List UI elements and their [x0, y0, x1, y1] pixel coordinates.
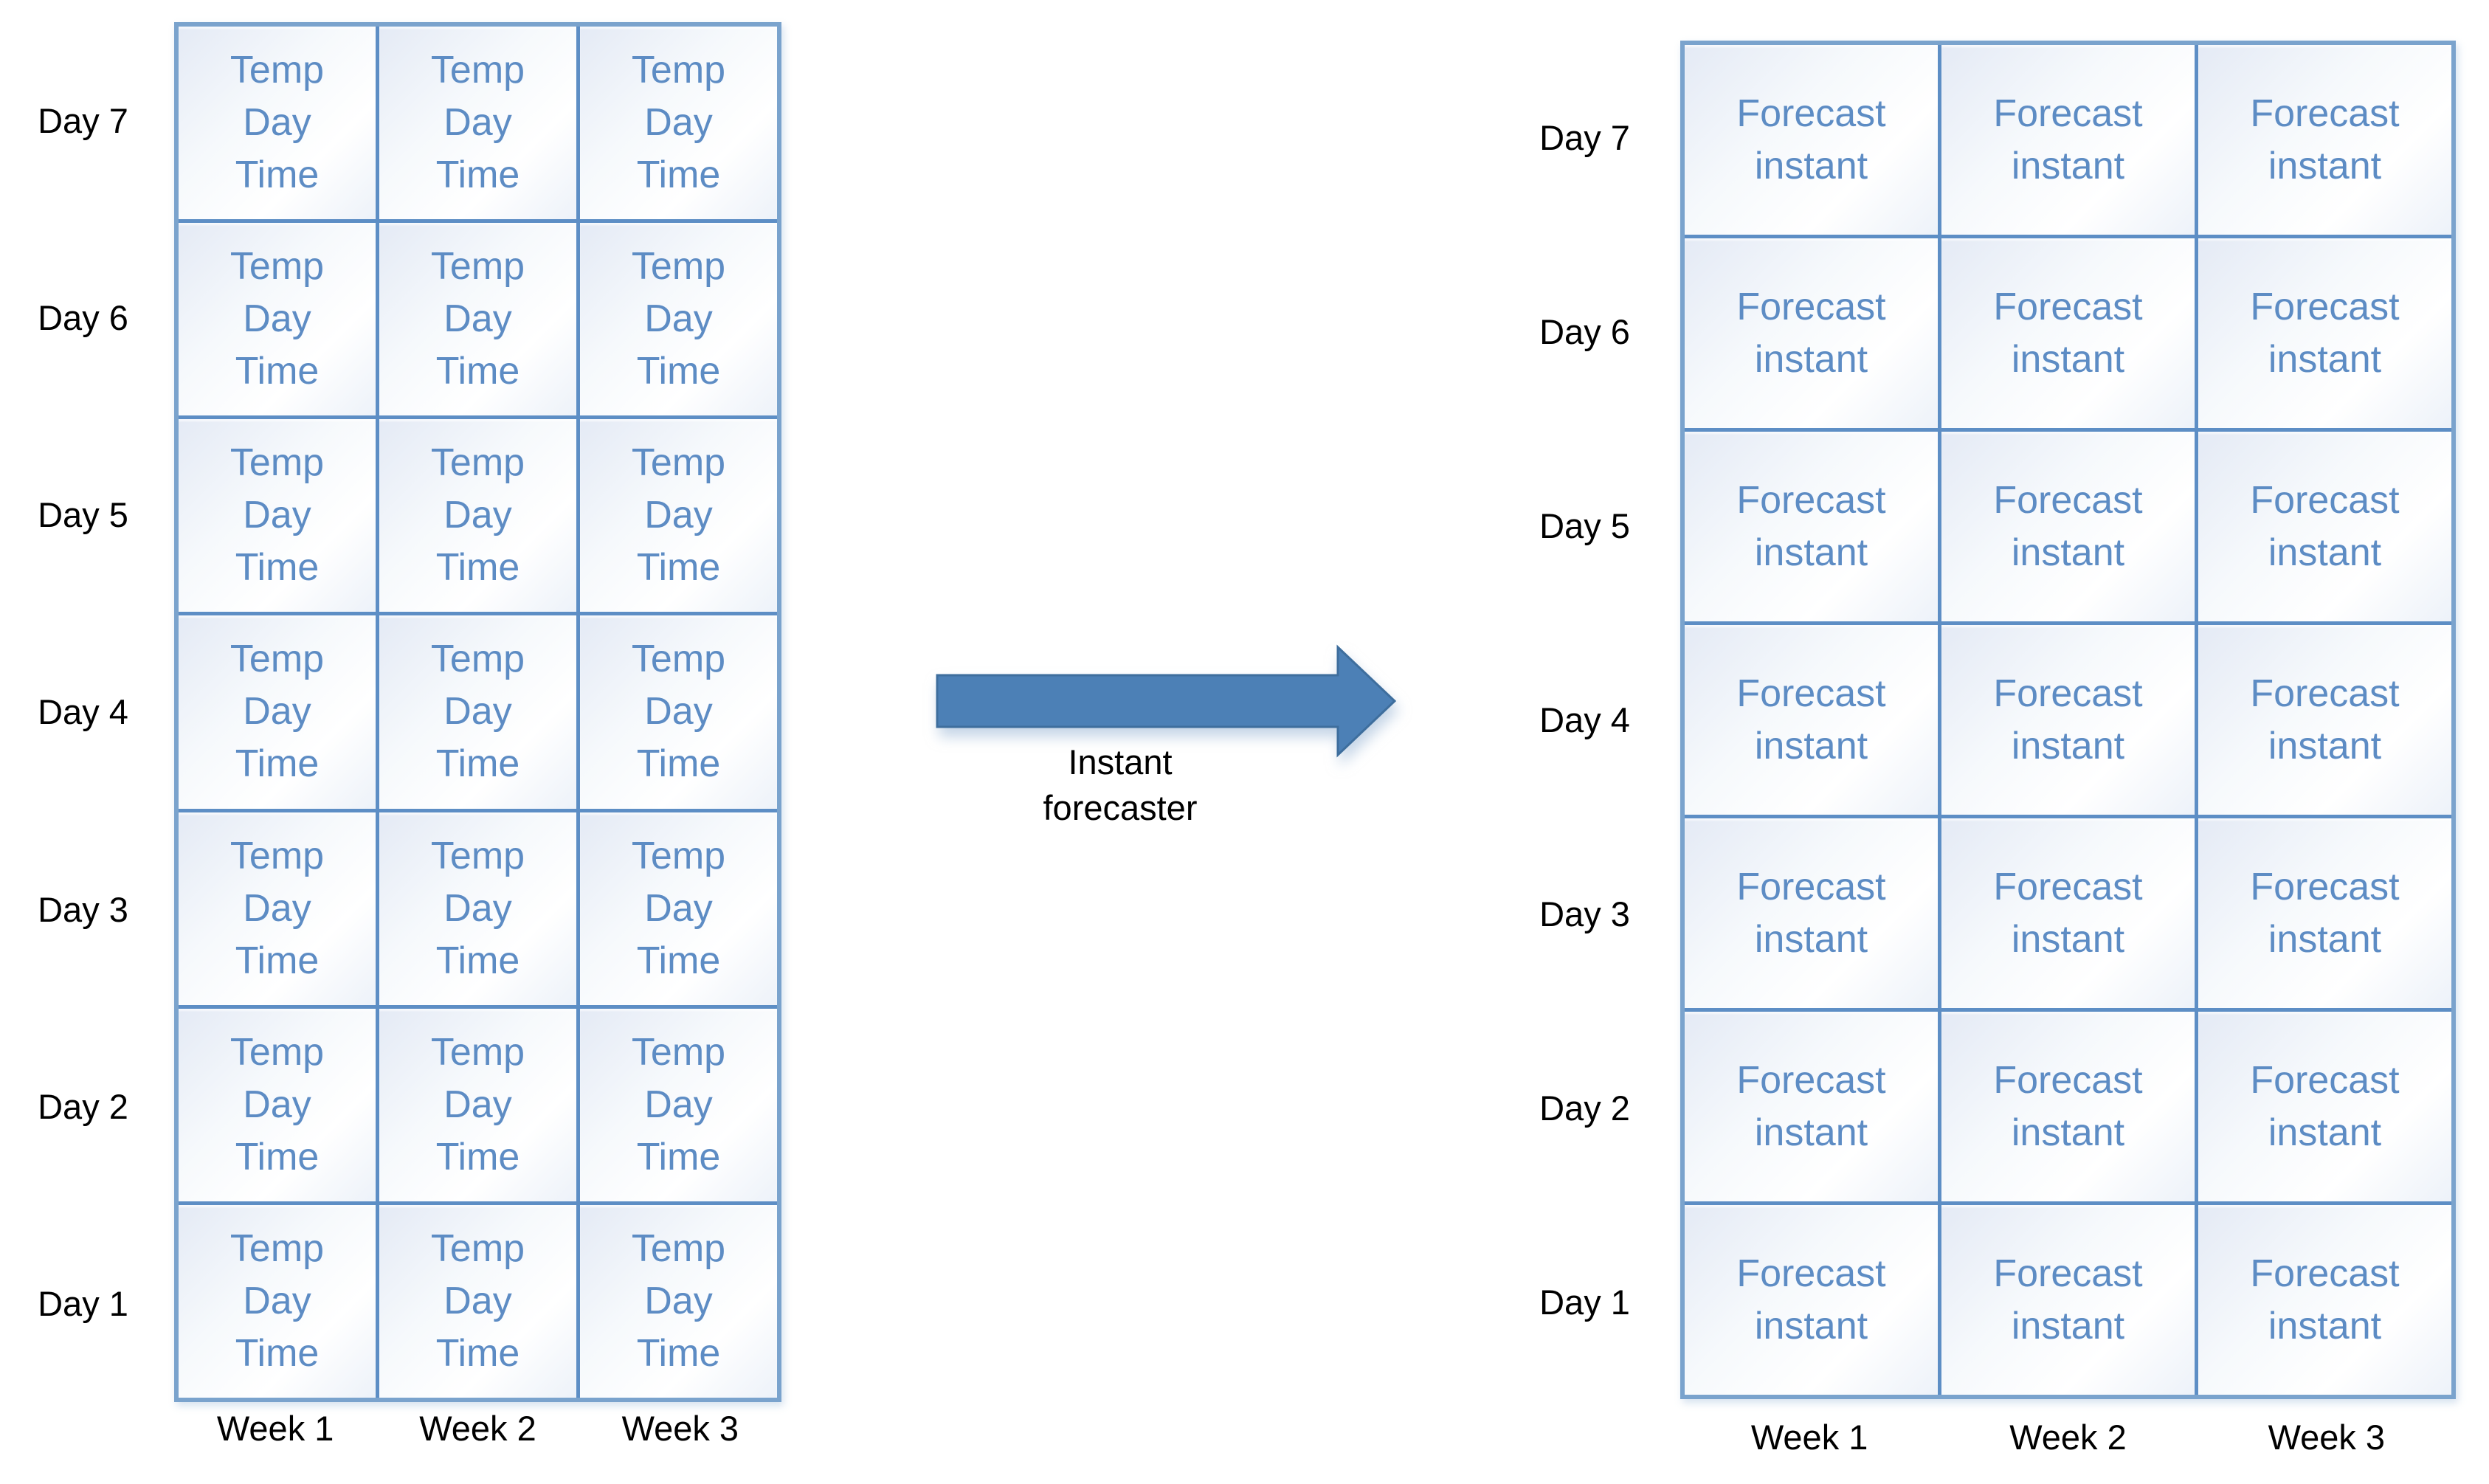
- forecast-cell: Forecast instant: [1685, 45, 1938, 235]
- forecast-cell: Forecast instant: [1941, 625, 2195, 815]
- week-label-right-1: Week 1: [1750, 1418, 1868, 1457]
- temp-cell: Temp Day Time: [179, 615, 376, 809]
- temp-cell: Temp Day Time: [179, 1204, 376, 1398]
- forecast-cell: Forecast instant: [2198, 1205, 2451, 1395]
- week-label-left-1: Week 1: [216, 1409, 334, 1448]
- forecast-cell: Forecast instant: [1685, 432, 1938, 621]
- forecast-cell: Forecast instant: [1941, 45, 2195, 235]
- day-label-right-6: Day 6: [1539, 312, 1630, 351]
- day-label-left-2: Day 2: [38, 1086, 128, 1126]
- forecast-cell: Forecast instant: [2198, 818, 2451, 1008]
- left-week-labels: Week 1 Week 2 Week 3: [174, 1408, 781, 1463]
- temp-cell: Temp Day Time: [580, 1204, 777, 1398]
- temp-cell: Temp Day Time: [580, 223, 777, 416]
- forecast-cell: Forecast instant: [1685, 818, 1938, 1008]
- temp-cell: Temp Day Time: [179, 1008, 376, 1201]
- temp-cell: Temp Day Time: [179, 812, 376, 1005]
- temp-cell: Temp Day Time: [379, 615, 576, 809]
- day-label-left-3: Day 3: [38, 889, 128, 929]
- temp-cell: Temp Day Time: [179, 27, 376, 220]
- forecast-cell: Forecast instant: [1941, 1012, 2195, 1201]
- forecast-cell: Forecast instant: [1941, 238, 2195, 428]
- week-label-right-3: Week 3: [2268, 1418, 2386, 1457]
- week-label-left-3: Week 3: [621, 1409, 739, 1448]
- day-label-left-5: Day 5: [38, 495, 128, 535]
- temp-cell: Temp Day Time: [379, 1204, 576, 1398]
- forecast-cell: Forecast instant: [2198, 45, 2451, 235]
- temp-cell: Temp Day Time: [580, 812, 777, 1005]
- temp-cell: Temp Day Time: [379, 223, 576, 416]
- forecast-cell: Forecast instant: [2198, 1012, 2451, 1201]
- right-arrow-icon: [936, 644, 1397, 758]
- forecast-cell: Forecast instant: [2198, 238, 2451, 428]
- left-day-labels: Day 7 Day 6 Day 5 Day 4 Day 3 Day 2 Day …: [22, 22, 144, 1402]
- forecast-cell: Forecast instant: [2198, 432, 2451, 621]
- day-label-left-6: Day 6: [38, 298, 128, 338]
- temp-cell: Temp Day Time: [179, 419, 376, 612]
- day-label-left-1: Day 1: [38, 1283, 128, 1323]
- right-day-labels: Day 7 Day 6 Day 5 Day 4 Day 3 Day 2 Day …: [1524, 41, 1646, 1399]
- temp-cell: Temp Day Time: [179, 223, 376, 416]
- temp-cell: Temp Day Time: [580, 27, 777, 220]
- temp-cell: Temp Day Time: [580, 1008, 777, 1201]
- temp-cell: Temp Day Time: [379, 419, 576, 612]
- temp-cell: Temp Day Time: [379, 812, 576, 1005]
- forecast-cell: Forecast instant: [1941, 818, 2195, 1008]
- forecast-cell: Forecast instant: [1685, 1205, 1938, 1395]
- temp-cell: Temp Day Time: [379, 27, 576, 220]
- day-label-left-7: Day 7: [38, 101, 128, 141]
- day-label-right-5: Day 5: [1539, 506, 1630, 545]
- day-label-right-1: Day 1: [1539, 1283, 1630, 1322]
- day-label-right-4: Day 4: [1539, 700, 1630, 739]
- forecast-cell: Forecast instant: [1685, 238, 1938, 428]
- temp-cell: Temp Day Time: [379, 1008, 576, 1201]
- forecast-cell: Forecast instant: [1941, 1205, 2195, 1395]
- temp-table: Temp Day Time Temp Day Time Temp Day Tim…: [174, 22, 781, 1402]
- day-label-right-7: Day 7: [1539, 118, 1630, 157]
- arrow-label: Instant forecaster: [1043, 742, 1198, 827]
- forecast-table: Forecast instant Forecast instant Foreca…: [1680, 41, 2456, 1399]
- temp-cell: Temp Day Time: [580, 615, 777, 809]
- right-week-labels: Week 1 Week 2 Week 3: [1680, 1417, 2456, 1472]
- forecast-cell: Forecast instant: [1941, 432, 2195, 621]
- forecast-cell: Forecast instant: [1685, 1012, 1938, 1201]
- forecast-cell: Forecast instant: [2198, 625, 2451, 815]
- temp-cell: Temp Day Time: [580, 419, 777, 612]
- day-label-right-3: Day 3: [1539, 894, 1630, 933]
- forecast-cell: Forecast instant: [1685, 625, 1938, 815]
- day-label-left-4: Day 4: [38, 692, 128, 732]
- week-label-right-2: Week 2: [2009, 1418, 2127, 1457]
- week-label-left-2: Week 2: [419, 1409, 536, 1448]
- day-label-right-2: Day 2: [1539, 1088, 1630, 1128]
